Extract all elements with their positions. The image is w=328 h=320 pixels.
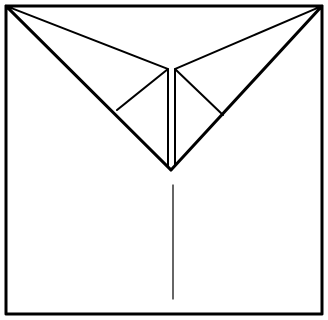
left-inner-flap-fold [117, 69, 168, 110]
right-inner-flap-fold [175, 69, 223, 115]
left-diagonal-fold [6, 6, 171, 170]
left-flap-top-edge [6, 6, 168, 69]
right-flap-top-edge [175, 6, 322, 69]
